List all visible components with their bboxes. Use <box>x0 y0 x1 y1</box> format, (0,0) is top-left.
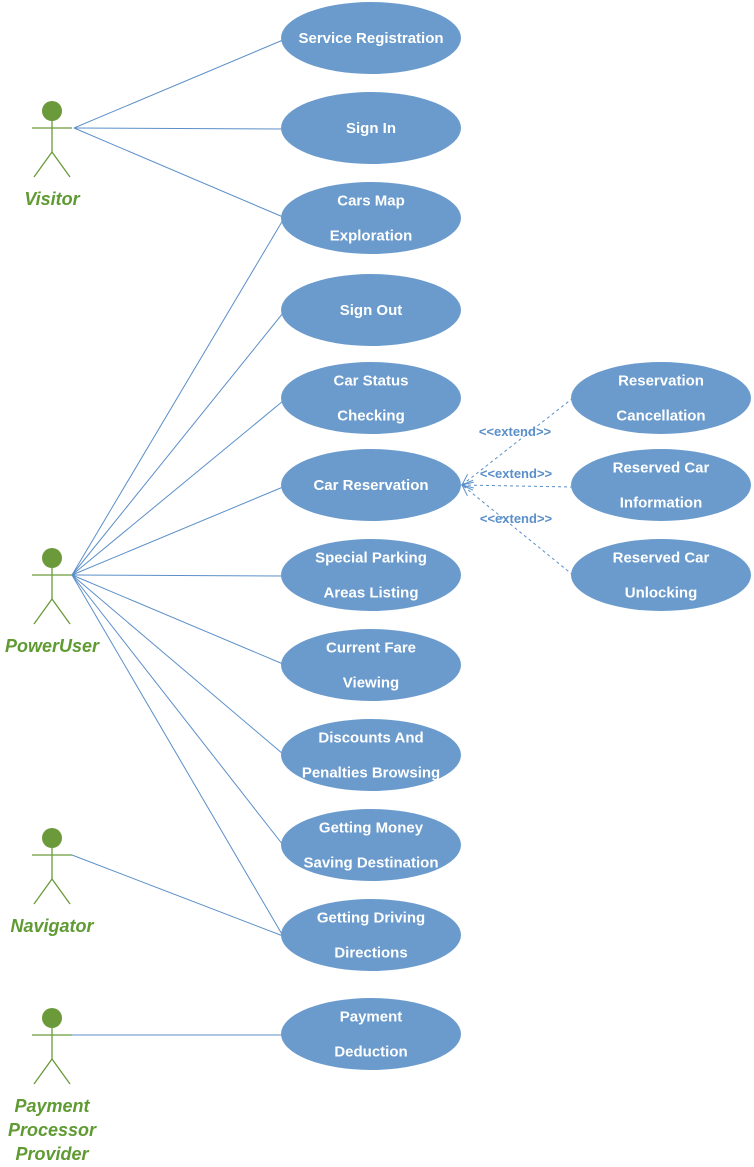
extend-arrowhead <box>461 484 474 497</box>
use-case-ellipse <box>281 274 461 346</box>
use-case-ellipse <box>281 92 461 164</box>
use-case-ellipse <box>281 539 461 611</box>
use-case-ellipse <box>281 998 461 1070</box>
use-case-ellipse <box>281 182 461 254</box>
use-case-label: Deduction <box>334 1044 407 1061</box>
use-case-label: Exploration <box>330 228 413 245</box>
use-case-label: Getting Driving <box>317 910 425 927</box>
use-case-sign-out[interactable]: Sign Out <box>281 274 461 346</box>
association-line-visitor-service-registration <box>73 39 284 129</box>
association-line-poweruser-discounts <box>71 574 284 755</box>
extends-layer: <<extend>> <<extend>> <<extend>> <box>460 397 574 576</box>
use-case-ellipse <box>281 899 461 971</box>
use-case-label: Getting Money <box>319 820 424 837</box>
association-line-poweruser-sign-out <box>71 312 284 576</box>
use-case-label: Areas Listing <box>323 585 418 602</box>
association-line-visitor-sign-in <box>73 127 284 130</box>
associations-layer <box>71 39 284 1036</box>
use-case-label: Payment <box>340 1009 403 1026</box>
use-case-ellipse <box>571 539 751 611</box>
actor-label: Processor <box>8 1120 97 1140</box>
association-line-poweruser-special-parking <box>71 574 284 577</box>
use-case-ellipse <box>281 809 461 881</box>
actor-label: Visitor <box>24 189 80 209</box>
use-case-ellipse <box>281 629 461 701</box>
stick-figure-icon <box>32 1008 72 1085</box>
association-line-poweruser-money-saving <box>71 574 284 846</box>
extend-relation-reserved-car-information: <<extend>> <box>460 466 574 491</box>
association-line-poweruser-cars-map-exploration <box>71 219 284 576</box>
use-case-ellipse <box>281 449 461 521</box>
use-case-label: Reserved Car <box>613 550 710 567</box>
use-case-label: Current Fare <box>326 640 416 657</box>
use-case-label: Saving Destination <box>303 855 438 872</box>
association-line-visitor-cars-map-exploration <box>73 127 284 218</box>
association-line-poweruser-car-status-checking <box>71 400 284 576</box>
association-line-poweruser-driving-directions <box>71 574 284 937</box>
use-case-label: Unlocking <box>625 585 698 602</box>
use-case-label: Viewing <box>343 675 399 692</box>
use-case-label: Car Reservation <box>313 477 428 494</box>
use-case-ellipse <box>571 449 751 521</box>
use-case-label: Reservation <box>618 373 704 390</box>
association-line-poweruser-current-fare <box>71 574 284 665</box>
use-case-label: Sign Out <box>340 302 403 319</box>
use-case-car-reservation[interactable]: Car Reservation <box>281 449 461 521</box>
association-line-navigator-driving-directions <box>71 854 284 937</box>
actor-label: Provider <box>15 1144 89 1164</box>
actors-layer: VisitorPowerUserNavigatorPaymentProcesso… <box>5 101 100 1164</box>
use-case-label: Directions <box>334 945 407 962</box>
extend-label: <<extend>> <box>480 466 553 481</box>
actor-visitor: Visitor <box>24 101 81 209</box>
use-case-label: Checking <box>337 408 405 425</box>
extend-relation-reserved-car-unlocking: <<extend>> <box>461 484 574 576</box>
use-case-label: Special Parking <box>315 550 427 567</box>
actor-navigator: Navigator <box>10 828 95 936</box>
actor-label: Navigator <box>10 916 94 936</box>
actor-label: PowerUser <box>5 636 100 656</box>
extend-label: <<extend>> <box>479 424 552 439</box>
stick-figure-icon <box>32 101 72 178</box>
use-case-label: Discounts And <box>318 730 423 747</box>
stick-figure-icon <box>32 828 72 905</box>
use-case-ellipse <box>571 362 751 434</box>
use-case-ellipse <box>281 2 461 74</box>
use-case-service-registration[interactable]: Service Registration <box>281 2 461 74</box>
use-case-label: Sign In <box>346 120 396 137</box>
use-case-label: Cars Map <box>337 193 405 210</box>
use-case-label: Reserved Car <box>613 460 710 477</box>
actor-label: Payment <box>14 1096 90 1116</box>
extend-line <box>461 484 574 488</box>
use-case-sign-in[interactable]: Sign In <box>281 92 461 164</box>
use-case-ellipse <box>281 719 461 791</box>
use-case-label: Penalties Browsing <box>302 765 440 782</box>
use-case-ellipse <box>281 362 461 434</box>
extend-label: <<extend>> <box>480 511 553 526</box>
use-case-label: Cancellation <box>616 408 705 425</box>
use-case-label: Service Registration <box>298 30 443 47</box>
actor-poweruser: PowerUser <box>5 548 100 656</box>
association-line-poweruser-car-reservation <box>71 486 284 576</box>
extend-line <box>461 484 574 576</box>
use-case-label: Information <box>620 495 703 512</box>
use-case-label: Car Status <box>333 373 408 390</box>
stick-figure-icon <box>32 548 72 625</box>
